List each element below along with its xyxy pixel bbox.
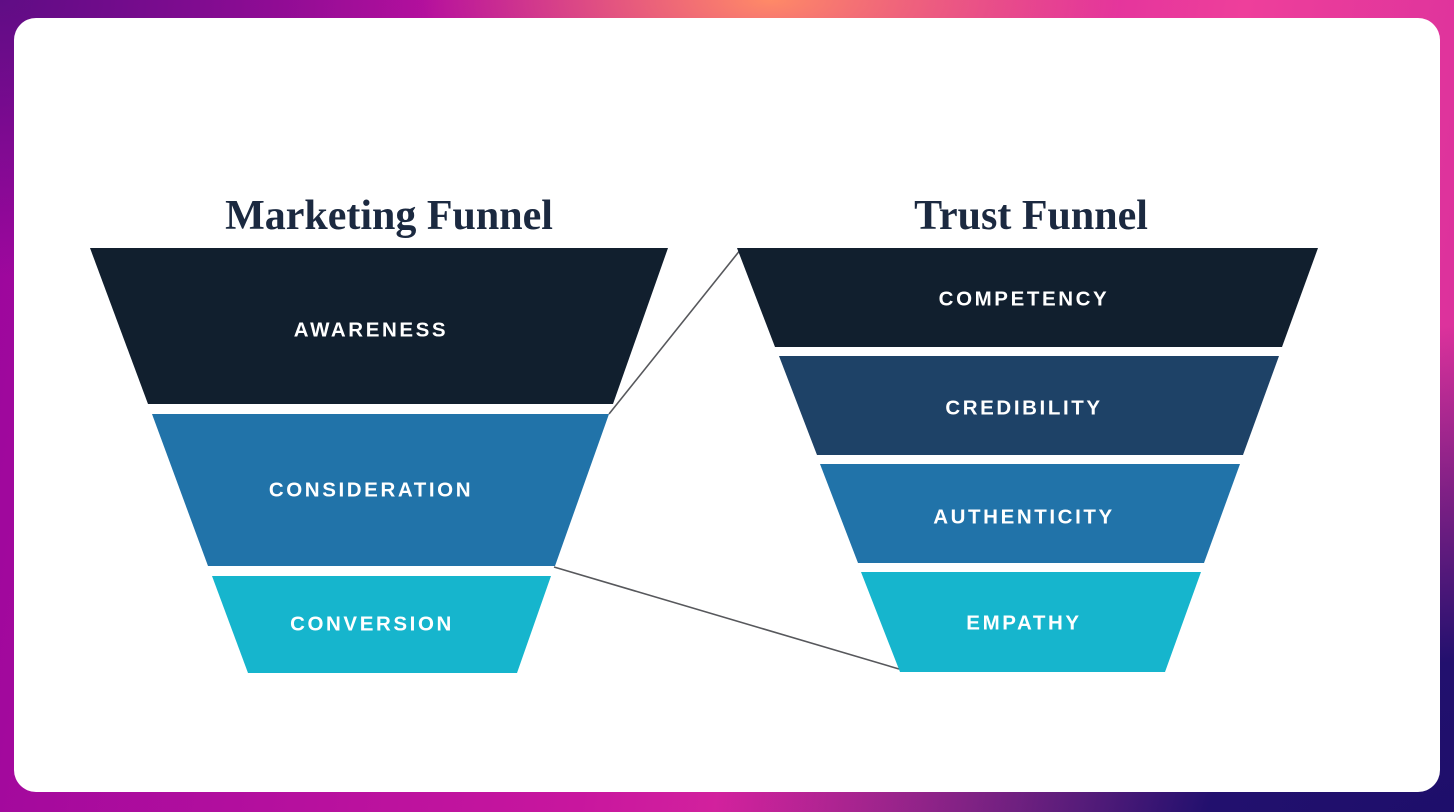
- marketing-stage-conversion-shape: [212, 576, 551, 673]
- marketing-stage-consideration-shape: [152, 414, 609, 566]
- trust-stage-competency-label: COMPETENCY: [939, 288, 1110, 311]
- marketing-stage-conversion-label: CONVERSION: [290, 613, 454, 636]
- marketing-stage-awareness-shape: [90, 248, 668, 404]
- trust-stage-competency-shape: [737, 248, 1318, 347]
- marketing-funnel-title: Marketing Funnel: [225, 192, 553, 239]
- trust-stage-empathy-label: EMPATHY: [966, 612, 1081, 635]
- trust-stage-credibility-shape: [779, 356, 1279, 455]
- trust-stage-authenticity-label: AUTHENTICITY: [933, 506, 1115, 529]
- trust-stage-credibility-label: CREDIBILITY: [945, 397, 1102, 420]
- trust-stage-empathy-shape: [861, 572, 1201, 672]
- marketing-stage-consideration-label: CONSIDERATION: [269, 479, 473, 502]
- marketing-stage-awareness-label: AWARENESS: [294, 319, 448, 342]
- connector-line-top: [608, 248, 742, 415]
- trust-stage-authenticity-shape: [820, 464, 1240, 563]
- trust-funnel-title: Trust Funnel: [914, 192, 1148, 239]
- connector-line-bottom: [553, 566, 900, 670]
